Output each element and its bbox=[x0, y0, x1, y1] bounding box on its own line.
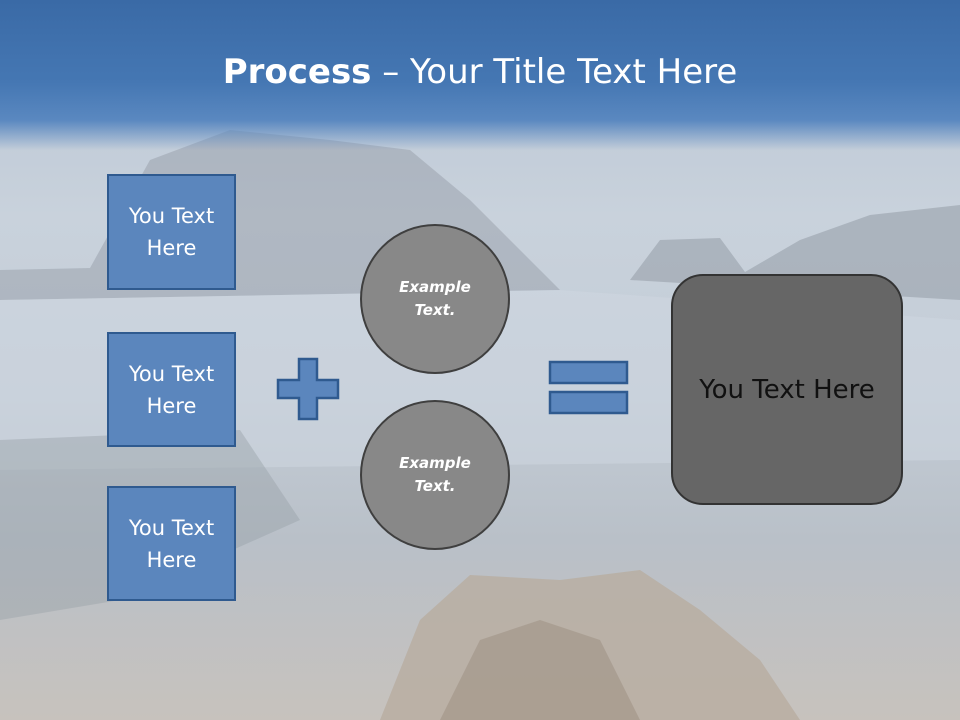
text-box-1-label: You Text Here bbox=[128, 204, 215, 260]
example-circle-1: Example Text. bbox=[360, 224, 510, 374]
text-box-2-label: You Text Here bbox=[128, 361, 215, 418]
result-box: You Text Here bbox=[671, 274, 903, 505]
title-rest: – Your Title Text Here bbox=[371, 52, 738, 92]
text-box-3: You Text Here bbox=[107, 486, 236, 601]
title-bar bbox=[0, 0, 960, 150]
text-box-1: You Text Here bbox=[107, 174, 236, 290]
text-box-2: You Text Here bbox=[107, 332, 236, 447]
equals-icon bbox=[548, 360, 629, 415]
slide-title: Process – Your Title Text Here bbox=[0, 52, 960, 92]
text-box-3-label: You Text Here bbox=[128, 515, 215, 572]
example-circle-2-label: Example Text. bbox=[399, 454, 471, 495]
result-box-label: You Text Here bbox=[699, 374, 875, 405]
plus-icon bbox=[276, 357, 340, 421]
example-circle-2: Example Text. bbox=[360, 400, 510, 550]
title-bold: Process bbox=[222, 52, 372, 92]
example-circle-1-label: Example Text. bbox=[399, 278, 471, 319]
